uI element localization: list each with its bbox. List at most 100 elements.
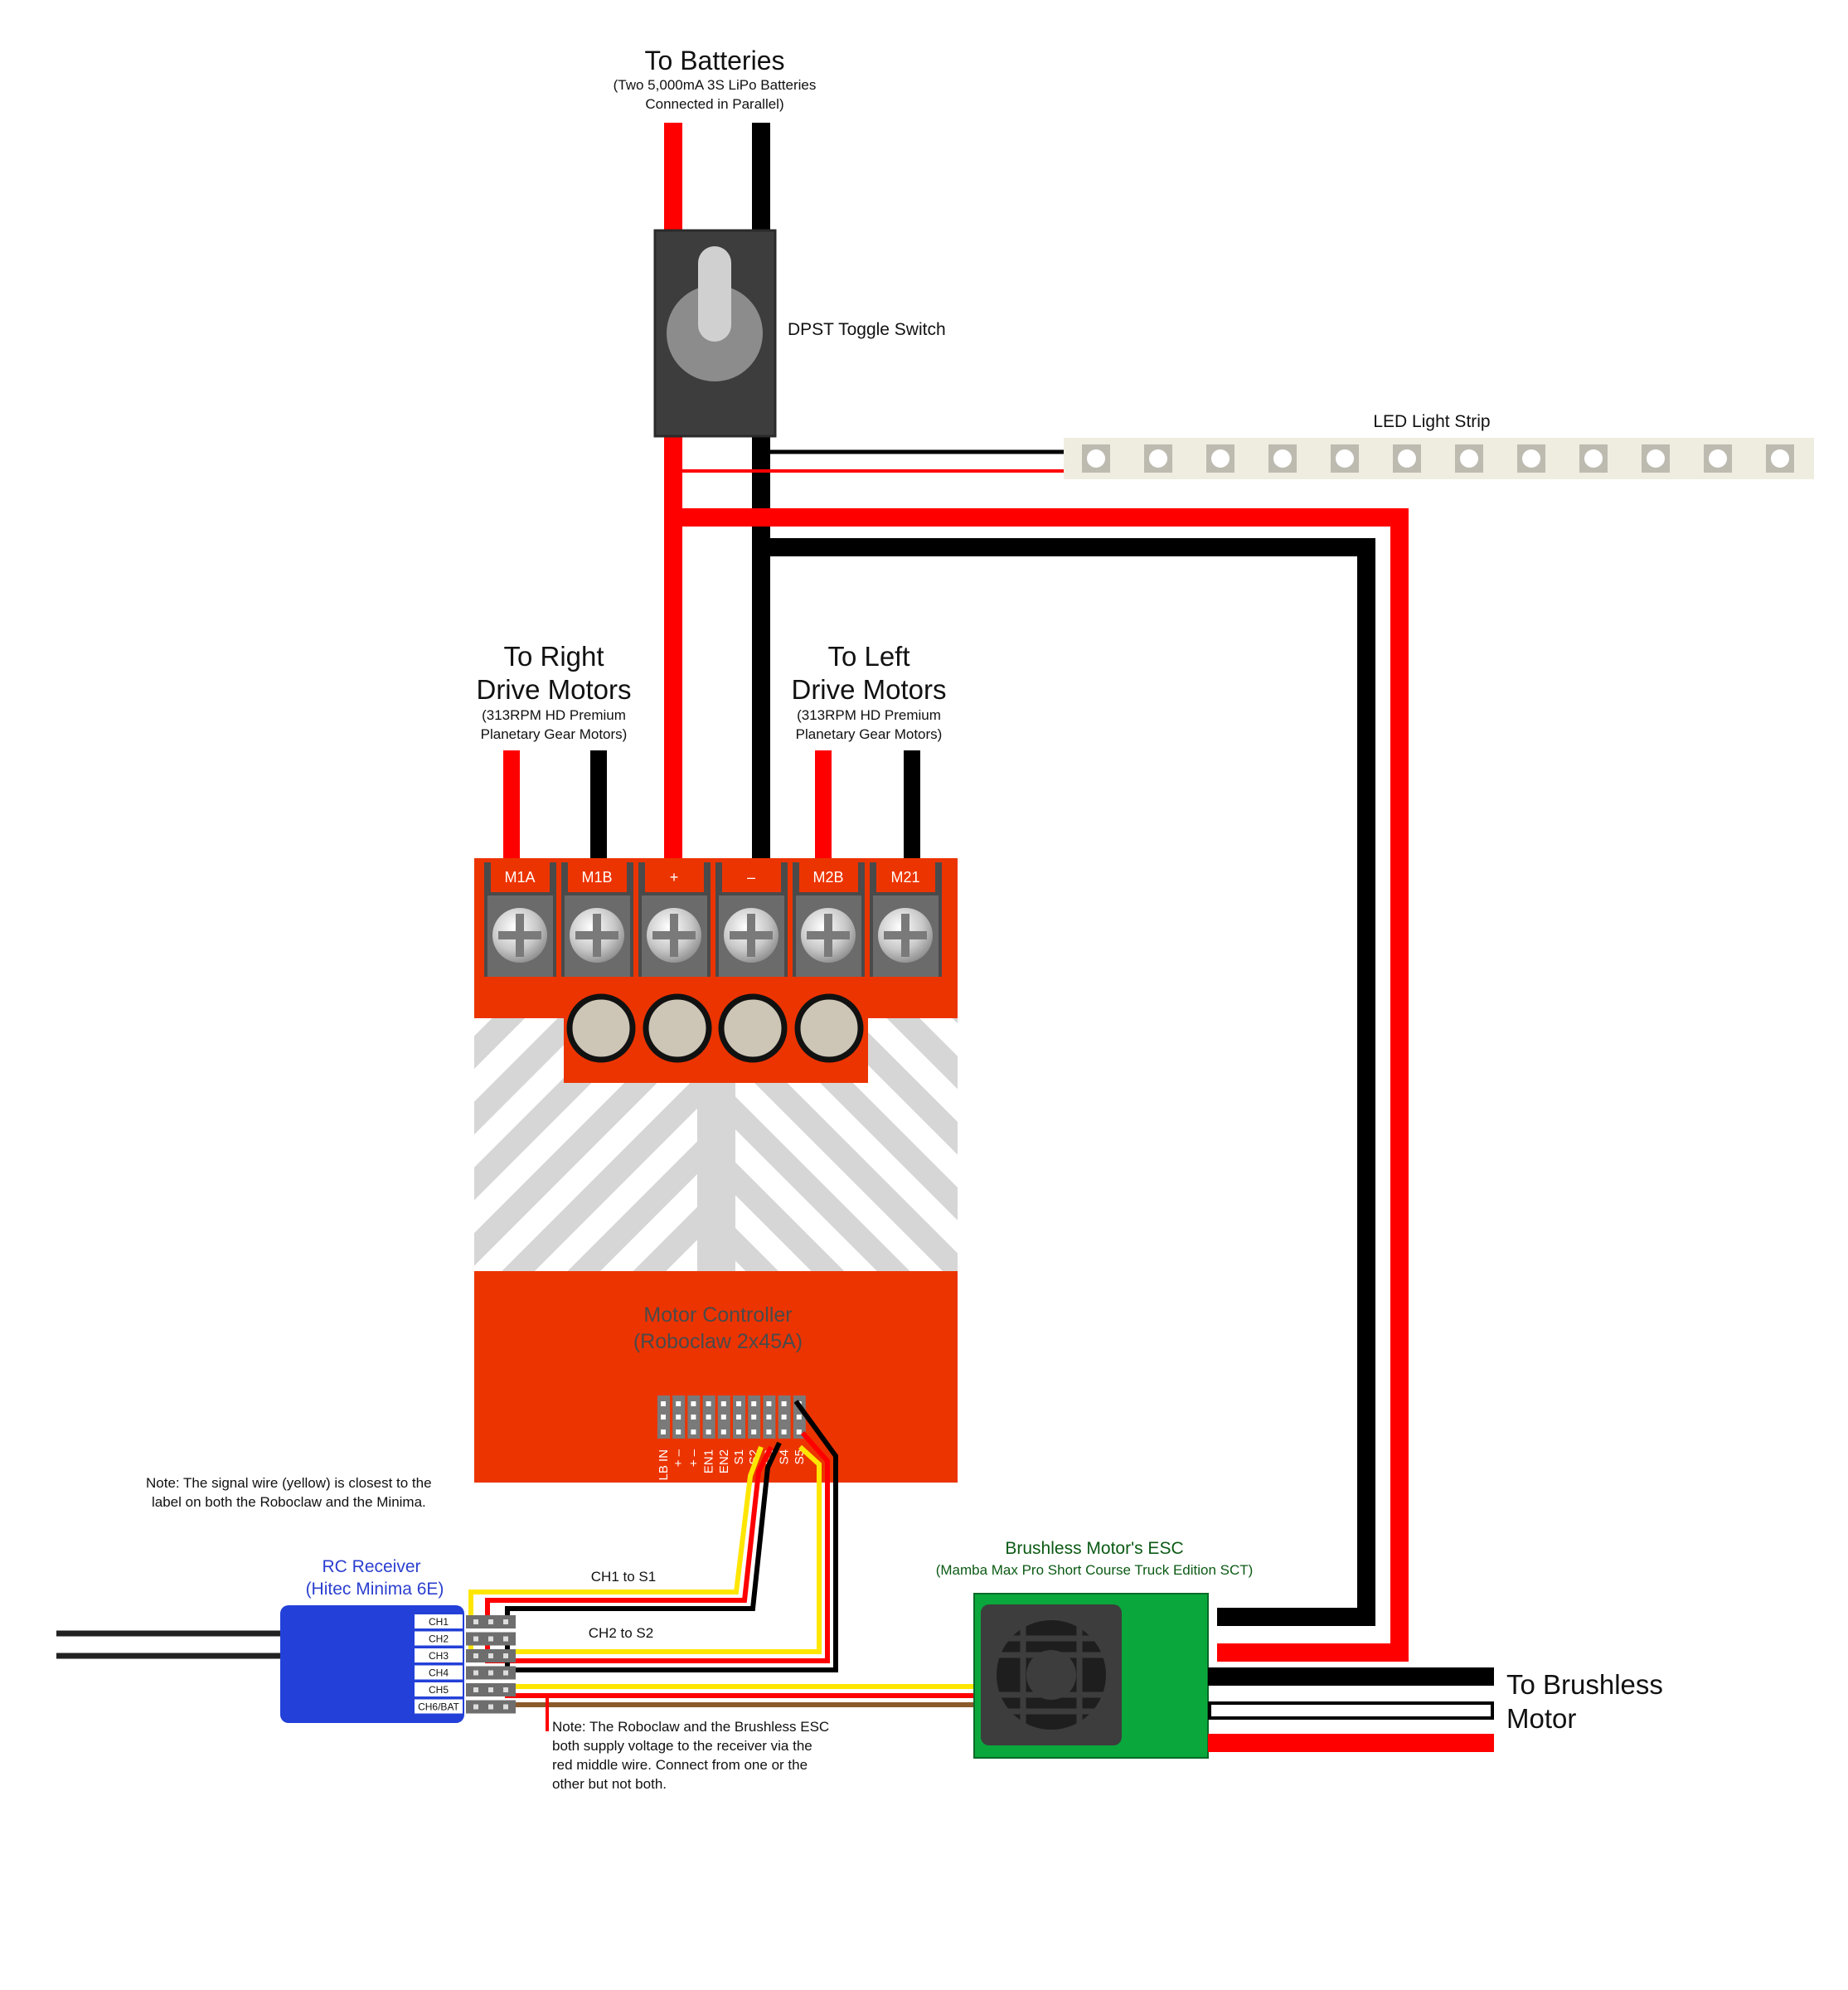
terminal-block: M1A xyxy=(484,862,556,977)
receiver-channel-label: CH3 xyxy=(429,1650,449,1662)
right-motors-title-1: To Right xyxy=(503,641,604,672)
capacitor-icon xyxy=(718,993,788,1063)
terminal-label: M1B xyxy=(581,869,612,886)
header-pin-label: EN2 xyxy=(717,1449,731,1473)
dpst-toggle-switch[interactable] xyxy=(653,229,777,438)
ch2-yellow-wire xyxy=(468,1444,822,1654)
esc-signal-red-wire xyxy=(505,1693,977,1698)
left-motors-sub-1: (313RPM HD Premium xyxy=(797,707,941,723)
receiver-channel-label: CH5 xyxy=(429,1684,449,1696)
terminal-label: + xyxy=(670,869,679,886)
receiver-channel: CH6/BAT xyxy=(415,1699,516,1714)
led-icon xyxy=(1206,444,1234,473)
header-pin-label: S4 xyxy=(778,1449,792,1464)
signal-note-1: Note: The signal wire (yellow) is closes… xyxy=(146,1475,432,1491)
receiver-channel-label: CH2 xyxy=(429,1633,449,1645)
ch1-wire-label: CH1 to S1 xyxy=(591,1569,656,1585)
ch1-red-wire xyxy=(485,1445,774,1622)
terminal-block: + xyxy=(638,862,711,977)
led-strip-label: LED Light Strip xyxy=(1373,412,1490,431)
terminal-label: M1A xyxy=(504,869,535,886)
controller-name: Motor Controller xyxy=(643,1303,792,1327)
receiver-model: (Hitec Minima 6E) xyxy=(306,1580,444,1599)
terminal-block: M2B xyxy=(793,862,865,977)
receiver-channel: CH3 xyxy=(415,1648,516,1662)
brushless-label-1: To Brushless xyxy=(1506,1669,1663,1700)
receiver-channel-label: CH4 xyxy=(429,1667,449,1679)
led-icon xyxy=(1455,444,1483,473)
ch1-yellow-wire xyxy=(468,1445,764,1622)
capacitor-icon xyxy=(566,993,636,1063)
controller-model: (Roboclaw 2x45A) xyxy=(633,1330,803,1353)
header-pin-label: + – xyxy=(672,1449,686,1467)
esc-name: Brushless Motor's ESC xyxy=(1005,1539,1183,1558)
signal-note-2: label on both the Roboclaw and the Minim… xyxy=(152,1494,426,1510)
header-pin: EN2 xyxy=(717,1395,731,1473)
header-pin: S4 xyxy=(778,1395,792,1464)
capacitor-icon xyxy=(794,993,864,1063)
led-icon xyxy=(1704,444,1732,473)
screw-icon xyxy=(647,908,701,963)
led-icon xyxy=(1517,444,1545,473)
capacitor-icon xyxy=(643,993,712,1063)
supply-note-3: red middle wire. Connect from one or the xyxy=(552,1757,808,1773)
led-icon xyxy=(1331,444,1359,473)
led-icon xyxy=(1082,444,1110,473)
esc-red-power-wire xyxy=(673,508,1409,1662)
motor-white-wire xyxy=(1208,1701,1494,1720)
header-pin: EN1 xyxy=(702,1395,716,1473)
header-pin-label: EN1 xyxy=(702,1449,716,1473)
led-icon xyxy=(1144,444,1172,473)
screw-icon xyxy=(570,908,624,963)
motor-black-wire xyxy=(1208,1667,1494,1686)
switch-lever-icon xyxy=(698,246,731,342)
batteries-subtitle-2: Connected in Parallel) xyxy=(645,96,783,112)
esc-model: (Mamba Max Pro Short Course Truck Editio… xyxy=(936,1562,1254,1578)
terminal-label: M2B xyxy=(812,869,843,886)
esc-black-power-wire xyxy=(761,538,1375,1626)
right-motors-sub-1: (313RPM HD Premium xyxy=(482,707,626,723)
terminal-label: M21 xyxy=(890,869,919,886)
screw-icon xyxy=(801,908,856,963)
receiver-channel: CH1 xyxy=(415,1614,516,1628)
receiver-channel: CH5 xyxy=(415,1682,516,1696)
batteries-title: To Batteries xyxy=(645,46,785,75)
led-icon xyxy=(1642,444,1670,473)
left-motors-sub-2: Planetary Gear Motors) xyxy=(796,726,943,742)
terminal-block: M1B xyxy=(561,862,633,977)
receiver-name: RC Receiver xyxy=(322,1557,420,1576)
brushless-label-2: Motor xyxy=(1506,1703,1576,1734)
receiver-channel: CH2 xyxy=(415,1631,516,1646)
supply-note-4: other but not both. xyxy=(552,1776,667,1792)
led-light-strip xyxy=(1064,438,1814,479)
header-pin-label: LB IN xyxy=(657,1449,671,1481)
supply-note-2: both supply voltage to the receiver via … xyxy=(552,1738,812,1754)
led-icon xyxy=(1579,444,1608,473)
receiver-channel: CH4 xyxy=(415,1665,516,1680)
right-motors-title-2: Drive Motors xyxy=(476,674,631,705)
right-motors-sub-2: Planetary Gear Motors) xyxy=(481,726,628,742)
led-icon xyxy=(1766,444,1794,473)
switch-label: DPST Toggle Switch xyxy=(788,320,946,339)
supply-note-1: Note: The Roboclaw and the Brushless ESC xyxy=(552,1719,829,1735)
screw-icon xyxy=(724,908,778,963)
header-pin: LB IN xyxy=(657,1395,671,1481)
header-pin-label: S1 xyxy=(732,1449,746,1464)
led-icon xyxy=(1393,444,1421,473)
header-pin-label: S5 xyxy=(793,1449,807,1464)
terminal-block: M21 xyxy=(870,862,942,977)
fan-icon xyxy=(995,1620,1108,1730)
header-pin: S1 xyxy=(732,1395,746,1464)
batteries-subtitle-1: (Two 5,000mA 3S LiPo Batteries xyxy=(614,77,817,93)
header-pin: + – xyxy=(672,1395,686,1467)
led-icon xyxy=(1268,444,1297,473)
ch1-black-wire xyxy=(505,1441,782,1622)
terminal-block: – xyxy=(715,862,788,977)
left-motors-title-2: Drive Motors xyxy=(791,674,946,705)
receiver-channel-label: CH1 xyxy=(429,1616,449,1628)
header-pin-label: + – xyxy=(686,1449,701,1467)
receiver-channel-label: CH6/BAT xyxy=(418,1701,459,1713)
screw-icon xyxy=(878,908,933,963)
